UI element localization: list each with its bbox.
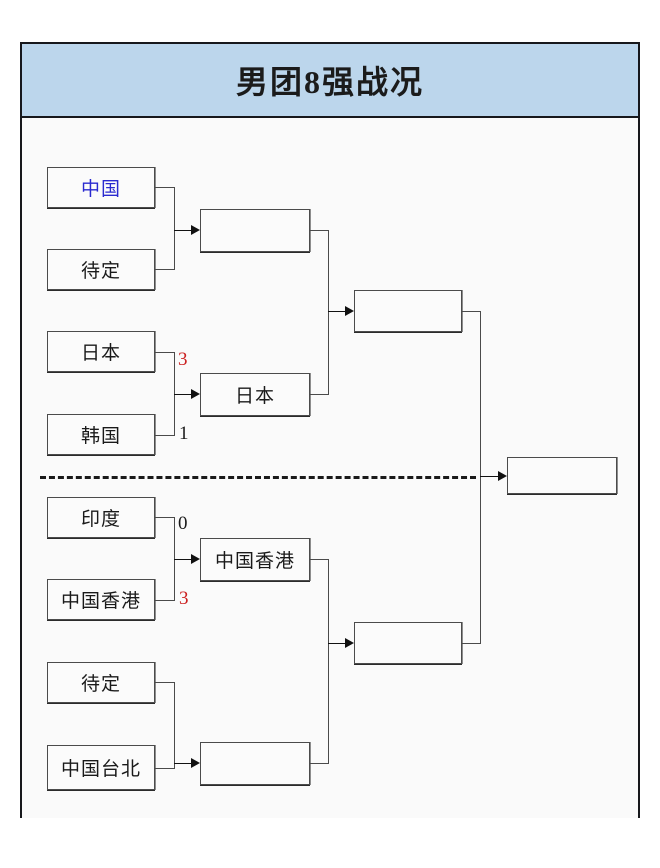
team-box-india[interactable]: 印度	[47, 497, 155, 538]
bracket-area: 中国 待定 日本 韩国 印度 中国香港 待定 中国台北 日本 中国香港	[22, 118, 638, 818]
score-hong-kong: 3	[179, 588, 189, 609]
team-box-chinese-taipei[interactable]: 中国台北	[47, 745, 155, 790]
result-box-sf-2[interactable]	[354, 622, 462, 664]
connector-m4-out	[174, 763, 191, 764]
connector-m3-out	[174, 559, 191, 560]
arrow-head-sf1	[345, 306, 354, 316]
result-box-qf-1[interactable]	[200, 209, 310, 252]
connector-qf3-out	[310, 559, 328, 560]
connector-sf2-out	[462, 643, 480, 644]
connector-sf2-vertical	[328, 559, 329, 764]
connector-m1-top	[155, 187, 174, 188]
connector-m4-bottom	[155, 768, 174, 769]
arrow-head-sf2	[345, 638, 354, 648]
connector-qf2-out	[310, 394, 328, 395]
team-box-tbd-1[interactable]: 待定	[47, 249, 155, 290]
score-korea: 1	[179, 423, 189, 444]
connector-m1-vertical	[174, 187, 175, 270]
connector-m2-bottom	[155, 435, 174, 436]
team-box-japan[interactable]: 日本	[47, 331, 155, 372]
connector-m1-out	[174, 230, 191, 231]
result-box-sf-1[interactable]	[354, 290, 462, 332]
connector-m2-out	[174, 394, 191, 395]
connector-final-vertical	[480, 311, 481, 644]
result-box-qf-4[interactable]	[200, 742, 310, 785]
result-box-qf-3-hong-kong[interactable]: 中国香港	[200, 538, 310, 581]
arrow-head-m3	[191, 554, 200, 564]
connector-sf1-vertical	[328, 230, 329, 395]
arrow-head-m1	[191, 225, 200, 235]
bracket-half-divider	[40, 476, 476, 479]
connector-sf1-out	[462, 311, 480, 312]
result-box-qf-2-japan[interactable]: 日本	[200, 373, 310, 416]
page-title: 男团8强战况	[235, 64, 424, 100]
connector-qf1-out	[310, 230, 328, 231]
connector-sf2-in	[328, 643, 345, 644]
arrow-head-m4	[191, 758, 200, 768]
card-header: 男团8强战况	[22, 44, 638, 118]
connector-m1-bottom	[155, 269, 174, 270]
team-box-korea[interactable]: 韩国	[47, 414, 155, 455]
connector-qf4-out	[310, 763, 328, 764]
connector-m3-top	[155, 517, 174, 518]
connector-m4-top	[155, 682, 174, 683]
team-box-tbd-2[interactable]: 待定	[47, 662, 155, 703]
bracket-card: 男团8强战况 中国 待定 日本 韩国 印度 中国香港 待定 中国台北 日本 中国…	[20, 42, 640, 818]
score-india: 0	[178, 513, 188, 534]
arrow-head-m2	[191, 389, 200, 399]
arrow-head-final	[498, 471, 507, 481]
connector-final-in	[480, 476, 498, 477]
connector-sf1-in	[328, 311, 345, 312]
connector-m4-vertical	[174, 682, 175, 769]
score-japan: 3	[178, 349, 188, 370]
team-box-china[interactable]: 中国	[47, 167, 155, 208]
team-box-hong-kong[interactable]: 中国香港	[47, 579, 155, 620]
connector-m2-top	[155, 352, 174, 353]
connector-m3-bottom	[155, 600, 174, 601]
result-box-final-champion[interactable]	[507, 457, 617, 494]
